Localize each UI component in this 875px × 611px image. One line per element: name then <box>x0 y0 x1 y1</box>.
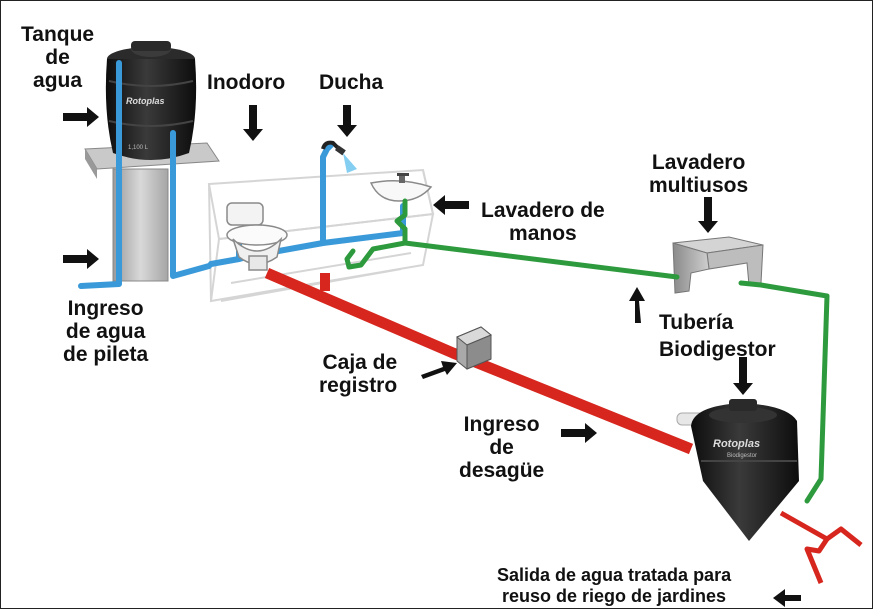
label-inodoro: Inodoro <box>207 71 286 94</box>
arrow-lavadero-manos <box>433 195 469 215</box>
tank-stand <box>84 142 220 282</box>
arrow-desague <box>561 423 597 443</box>
biodigestor-tank <box>676 399 799 541</box>
shower-head <box>321 140 357 173</box>
label-biodigestor: Biodigestor <box>659 338 776 361</box>
label-ingreso-agua-pileta: Ingreso de agua de pileta <box>63 297 149 366</box>
arrow-salida <box>773 589 801 607</box>
label-tanque-agua: Tanque de agua <box>21 23 95 92</box>
arrow-biodigestor <box>733 357 753 395</box>
bathroom-outline <box>207 168 435 303</box>
arrow-inodoro <box>243 105 263 141</box>
tank-logo: Rotoplas <box>126 96 165 106</box>
arrow-ducha <box>337 105 357 137</box>
arrow-lavadero-multi <box>698 197 718 233</box>
biodigestor-sub: Biodigestor <box>727 453 757 459</box>
arrow-caja <box>421 361 457 379</box>
arrow-tanque <box>63 107 99 127</box>
arrow-tuberia <box>629 287 645 323</box>
label-salida-agua: Salida de agua tratada para reuso de rie… <box>497 565 732 606</box>
label-lavadero-manos: Lavadero de manos <box>481 199 605 245</box>
toilet <box>226 202 288 271</box>
biodigestor-logo: Rotoplas <box>713 438 760 450</box>
drain-pipes <box>264 267 863 584</box>
arrow-ingreso-pileta <box>63 249 99 269</box>
label-caja-registro: Caja de registro <box>319 351 398 397</box>
label-lavadero-multiusos: Lavadero multiusos <box>649 151 749 197</box>
multipurpose-basin <box>672 236 764 294</box>
hand-sink <box>369 173 433 202</box>
tank-capacity: 1,100 L <box>128 145 149 151</box>
label-ingreso-desague: Ingreso de desagüe <box>459 413 545 482</box>
label-ducha: Ducha <box>319 71 384 94</box>
pointer-arrows <box>63 105 801 607</box>
label-tuberia: Tubería <box>659 311 734 334</box>
registry-box <box>456 326 492 370</box>
treated-water-pipes <box>344 198 830 504</box>
